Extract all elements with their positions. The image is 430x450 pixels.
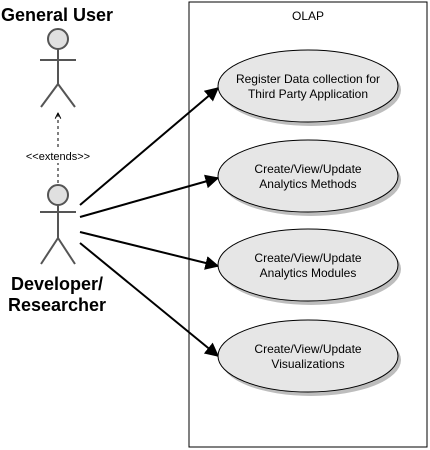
general-user-actor-icon	[40, 28, 76, 108]
use-case-modules-line-2: Analytics Modules	[260, 266, 357, 280]
use-case-modules-line-1: Create/View/Update	[254, 251, 362, 265]
extends-label-bg	[20, 147, 96, 163]
use-case-methods-line-2: Analytics Methods	[259, 177, 356, 191]
system-title: OLAP	[292, 9, 324, 23]
use-case-analytics-methods[interactable]: Create/View/Update Analytics Methods	[217, 139, 401, 216]
use-case-analytics-modules[interactable]: Create/View/Update Analytics Modules	[217, 228, 401, 305]
association-arrow-modules	[79, 231, 220, 270]
association-arrow-register	[79, 87, 220, 206]
association-arrow-visualizations	[79, 242, 220, 357]
developer-label-line-2: Researcher	[8, 295, 106, 315]
extends-label: <<extends>>	[26, 151, 90, 163]
developer-label-line-1: Developer/	[11, 274, 103, 294]
use-case-visualizations[interactable]: Create/View/Update Visualizations	[217, 319, 401, 396]
use-case-methods-line-1: Create/View/Update	[254, 162, 362, 176]
use-case-register-line-1: Register Data collection for	[236, 72, 380, 86]
general-user-label: General User	[1, 5, 113, 25]
developer-actor-icon	[40, 184, 76, 265]
association-arrow-methods	[79, 174, 220, 218]
use-case-visualizations-line-2: Visualizations	[271, 357, 344, 371]
use-case-register-line-2: Third Party Application	[248, 87, 368, 101]
use-case-register-data-collection[interactable]: Register Data collection for Third Party…	[217, 49, 401, 126]
use-case-visualizations-line-1: Create/View/Update	[254, 342, 362, 356]
